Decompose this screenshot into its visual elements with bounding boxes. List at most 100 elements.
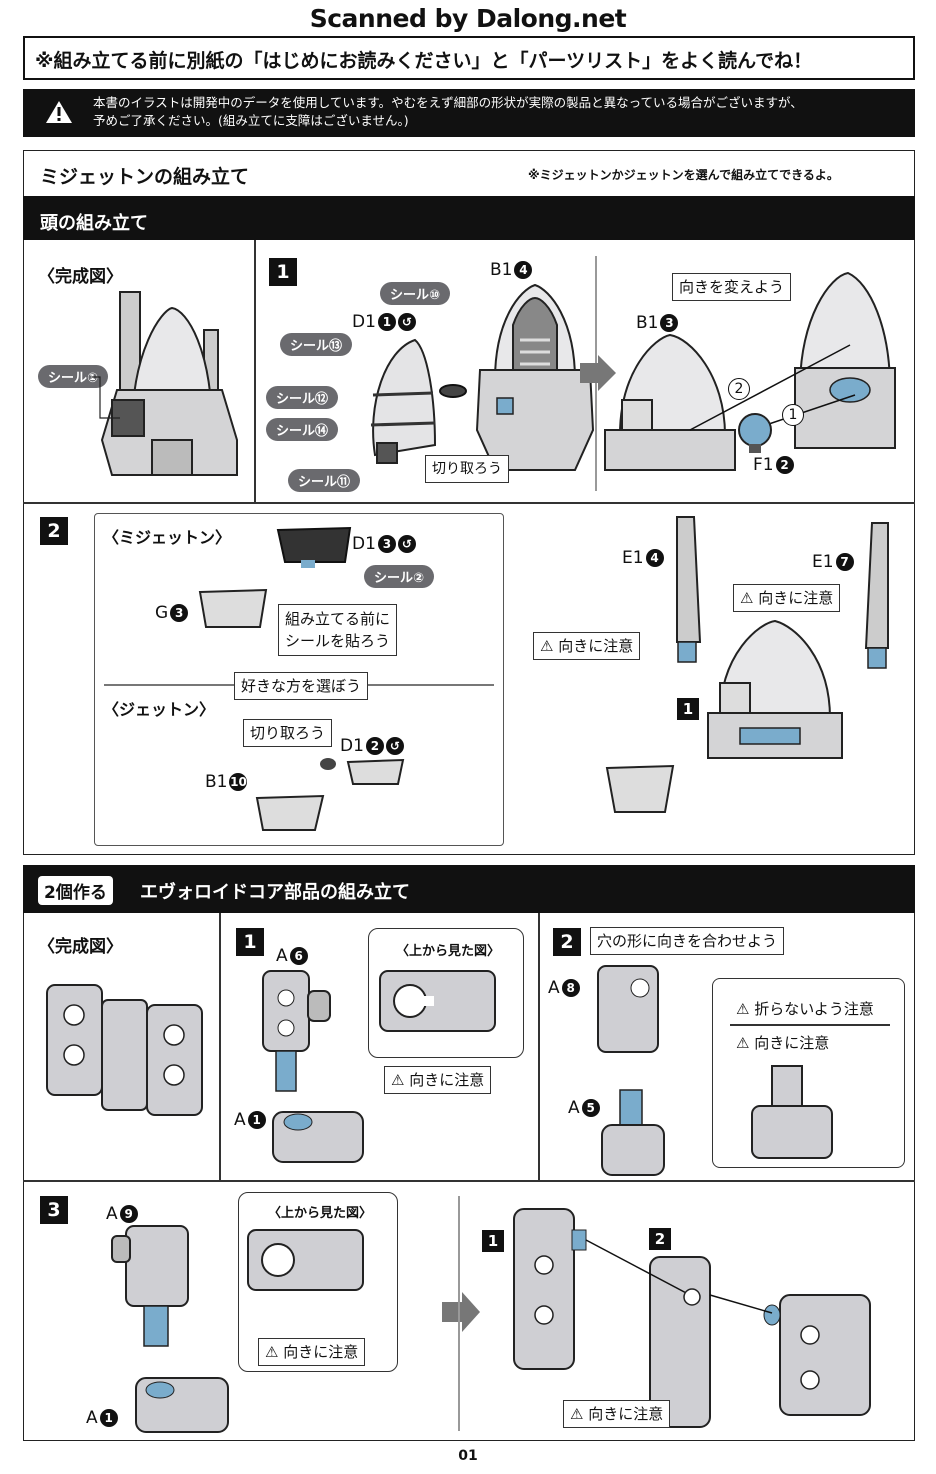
caution-text: 向きに注意 bbox=[283, 1343, 359, 1361]
core-step-3-badge: 3 bbox=[40, 1196, 68, 1224]
seal-2-label: シール② bbox=[364, 565, 435, 588]
caution-text: 向きに注意 bbox=[558, 637, 634, 655]
part-code: A bbox=[234, 1110, 246, 1130]
section-1-note: ※ミジェットンかジェットンを選んで組み立てできるよ。 bbox=[528, 168, 839, 182]
top-view-label: 〈上から見た図〉 bbox=[396, 944, 501, 959]
part-number: 5 bbox=[581, 1099, 600, 1117]
part-code: A bbox=[86, 1408, 98, 1428]
core-assembly-illustration bbox=[513, 1208, 871, 1428]
step-2-badge: 2 bbox=[40, 517, 68, 545]
divider bbox=[538, 913, 540, 1181]
cut-off-callout: 切り取ろう bbox=[425, 455, 509, 483]
a8-part-illustration bbox=[597, 965, 659, 1053]
caution-text: 向きに注意 bbox=[758, 589, 834, 607]
top-view-illustration bbox=[379, 970, 496, 1032]
core-step-2-badge: 2 bbox=[553, 928, 581, 956]
sticker-note-line-1: 組み立てる前に bbox=[285, 610, 391, 628]
completed-label: 〈完成図〉 bbox=[38, 267, 123, 287]
caution-callout: ⚠ 向きに注意 bbox=[258, 1338, 366, 1366]
a9-part-illustration bbox=[111, 1225, 189, 1347]
arrow-right-icon bbox=[580, 355, 616, 391]
a5-part-illustration bbox=[601, 1089, 665, 1176]
cut-piece-icon bbox=[439, 384, 467, 398]
seal-11-label: シール⑪ bbox=[288, 469, 361, 492]
divider bbox=[23, 502, 915, 504]
a6-part-illustration bbox=[262, 970, 331, 1092]
seal-13-label: シール⑬ bbox=[280, 333, 353, 356]
part-number: 1 bbox=[377, 313, 396, 331]
jetton-label: 〈ジェットン〉 bbox=[103, 700, 216, 719]
side-fin-left-illustration bbox=[676, 516, 702, 663]
caution-callout: ⚠ 向きに注意 bbox=[533, 632, 641, 660]
completed-label-2: 〈完成図〉 bbox=[38, 937, 123, 957]
part-number: 3 bbox=[170, 604, 189, 622]
caution-text: 向きに注意 bbox=[409, 1071, 485, 1089]
substep-2-badge: 2 bbox=[649, 1228, 671, 1250]
no-bend-callout: ⚠ 折らないよう注意 bbox=[730, 996, 880, 1022]
top-view-bubble bbox=[368, 928, 524, 1058]
part-code: B1 bbox=[490, 260, 513, 280]
jetton-visor-illustration bbox=[320, 758, 405, 785]
part-number: 2 bbox=[775, 456, 794, 474]
warning-icon bbox=[46, 101, 72, 123]
part-number: 3 bbox=[377, 535, 396, 553]
part-code: A bbox=[568, 1098, 580, 1118]
part-number: 2 bbox=[365, 737, 384, 755]
part-code: A bbox=[106, 1204, 118, 1224]
warning-line-2: 予めご了承ください。(組み立てに支障はございません。) bbox=[93, 113, 409, 128]
core-step-1-badge: 1 bbox=[236, 928, 264, 956]
part-code: G bbox=[155, 603, 169, 623]
a1-part-illustration-2 bbox=[135, 1377, 229, 1433]
watermark: Scanned by Dalong.net bbox=[309, 4, 627, 33]
face-plate-illustration bbox=[370, 338, 437, 464]
substep-1-badge: 1 bbox=[677, 698, 699, 720]
warning-line-1: 本書のイラストは開発中のデータを使用しています。やむをえず細部の形状が実際の製品… bbox=[93, 95, 803, 110]
head-frame-illustration bbox=[475, 283, 595, 471]
part-code: A bbox=[548, 978, 560, 998]
part-number: 3 bbox=[660, 314, 679, 332]
top-view-illustration-2 bbox=[247, 1229, 364, 1291]
part-number: 4 bbox=[645, 549, 664, 567]
part-code: A bbox=[276, 946, 288, 966]
caution-callout: ⚠ 向きに注意 bbox=[563, 1400, 671, 1428]
section-1-title: ミジェットンの組み立て bbox=[40, 166, 250, 188]
part-number: 6 bbox=[289, 947, 308, 965]
part-number: 8 bbox=[561, 979, 580, 997]
head-title-bar bbox=[23, 196, 915, 240]
seal-10-label: シール⑩ bbox=[380, 282, 451, 305]
seal-14-label: シール⑭ bbox=[266, 418, 339, 441]
pin-detail-illustration bbox=[751, 1065, 833, 1159]
divider bbox=[458, 1196, 460, 1431]
arrow-right-icon bbox=[442, 1292, 480, 1332]
cut-callout-2: 切り取ろう bbox=[243, 719, 333, 747]
sticker-note-line-2: シールを貼ろう bbox=[285, 632, 391, 650]
part-code: D1 bbox=[352, 312, 376, 332]
choice-panel bbox=[94, 513, 504, 846]
head-back-illustration bbox=[794, 271, 896, 449]
a1-part-illustration bbox=[272, 1111, 364, 1163]
step-1-badge: 1 bbox=[269, 258, 297, 286]
completed-head-illustration bbox=[100, 291, 238, 476]
caution-callout: ⚠ 向きに注意 bbox=[384, 1066, 492, 1094]
divider bbox=[219, 913, 221, 1181]
caution-callout: ⚠ 向きに注意 bbox=[730, 1030, 836, 1056]
change-direction-callout: 向きを変えよう bbox=[672, 273, 792, 301]
part-code: E1 bbox=[812, 552, 834, 572]
seal-1-label: シール① bbox=[38, 365, 109, 388]
part-code: F1 bbox=[753, 455, 774, 475]
part-number: 1 bbox=[99, 1409, 118, 1427]
order-2-badge: 2 bbox=[728, 378, 750, 400]
jetton-jaw-illustration bbox=[255, 794, 325, 831]
section-2-title-bar bbox=[23, 865, 915, 913]
